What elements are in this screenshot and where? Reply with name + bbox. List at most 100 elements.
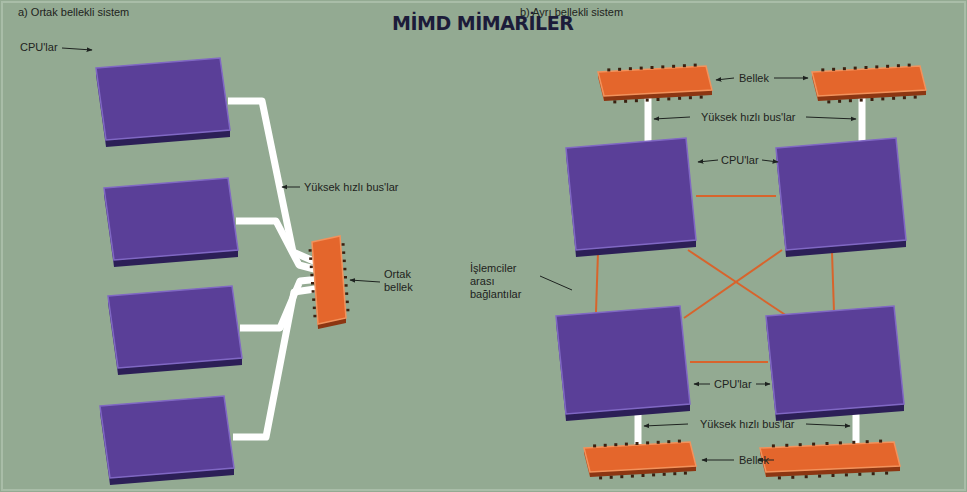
chip-pin [343,268,346,271]
chip-pin [839,441,842,444]
chip-pin [599,476,602,479]
chip-pin [673,472,676,475]
chip-top [812,66,926,96]
chip-pin [345,284,348,287]
bus [240,279,320,328]
chip-pin [689,96,692,99]
chip-pin [799,443,802,446]
chip-pin [631,475,634,478]
cpu-chip [566,138,696,257]
chip-pin [640,67,643,70]
chip-pin [313,307,316,310]
chip-pin [345,292,348,295]
chip-pin [635,99,638,102]
chip-pin [652,473,655,476]
chip-pin [657,441,660,444]
chip-pin [684,472,687,475]
chip-pin [646,99,649,102]
chip-pin [858,473,861,476]
chip-pin [667,97,670,100]
pointer [654,117,690,119]
memory-chip [584,440,696,480]
chip-pin [872,472,875,475]
chip-pin [866,440,869,443]
bus [233,288,322,437]
chip-top [312,236,346,324]
chip-pin [908,64,911,67]
section-heading: a) Ortak bellekli sistem [18,6,129,19]
pointer-arrows [62,48,856,460]
callout-label: Bellek [739,454,769,467]
chip-pin [849,99,852,102]
chip-pin [593,444,596,447]
chip-pin [785,444,788,447]
pointer [694,384,710,385]
chip-pin [313,315,316,318]
chip-pin [879,440,882,443]
cpu-chip [776,138,906,257]
chip-top [760,442,900,472]
chip-pin [618,68,621,71]
chip-pin [661,65,664,68]
chip-pin [624,100,627,103]
cpu-chip [556,306,690,421]
chip-pin [832,474,835,477]
pointer [774,78,808,79]
callout-label: Bellek [739,72,769,85]
callout-label: İşlemciler arası bağlantılar [470,262,542,301]
chip-top [96,58,230,140]
pointer [806,424,850,426]
chip-pin [610,476,613,479]
link [832,252,834,312]
link [684,250,782,318]
chip-top [108,286,242,368]
chip-pin [885,472,888,475]
chip-top [584,442,696,472]
memory-chip [760,440,900,480]
chip-pin [892,97,895,100]
section-heading: b) Ayrı bellekli sistem [520,6,623,19]
chip-top [566,138,696,250]
chip-pin [865,66,868,69]
chip-pin [843,67,846,70]
chip-pin [312,298,315,301]
callout-label: CPU'lar [721,154,759,167]
chip-pin [886,65,889,68]
chip-pin [818,475,821,478]
chip-pin [625,443,628,446]
chip-pin [826,442,829,445]
bus [859,96,866,142]
link [696,195,776,197]
chip-pin [778,476,781,479]
chip-pin [312,290,315,293]
cpu-chip [100,396,234,485]
chip-pin [875,65,878,68]
chip-pin [821,68,824,71]
chip-top [776,138,906,250]
chip-pin [343,260,346,263]
chip-pin [607,68,610,71]
bus-lines [228,96,862,444]
chip-pin [897,64,900,67]
pointer [756,384,770,385]
chip-pin [852,441,855,444]
link [596,252,598,312]
chip-pin [663,473,666,476]
bus [645,96,652,142]
cpu-chip [766,306,904,421]
link [688,250,790,318]
chip-pin [812,443,815,446]
chip-pin [914,96,917,99]
chip-top [766,306,904,414]
pointer [350,280,380,282]
bus [236,221,318,270]
chip-pin [860,99,863,102]
chip-pin [791,476,794,479]
chip-pin [694,64,697,67]
chip-pin [832,68,835,71]
chip-pin [805,475,808,478]
chip-pin [342,243,345,246]
memory-chip [812,64,926,104]
chip-pin [903,96,906,99]
chip-pin [657,98,660,101]
